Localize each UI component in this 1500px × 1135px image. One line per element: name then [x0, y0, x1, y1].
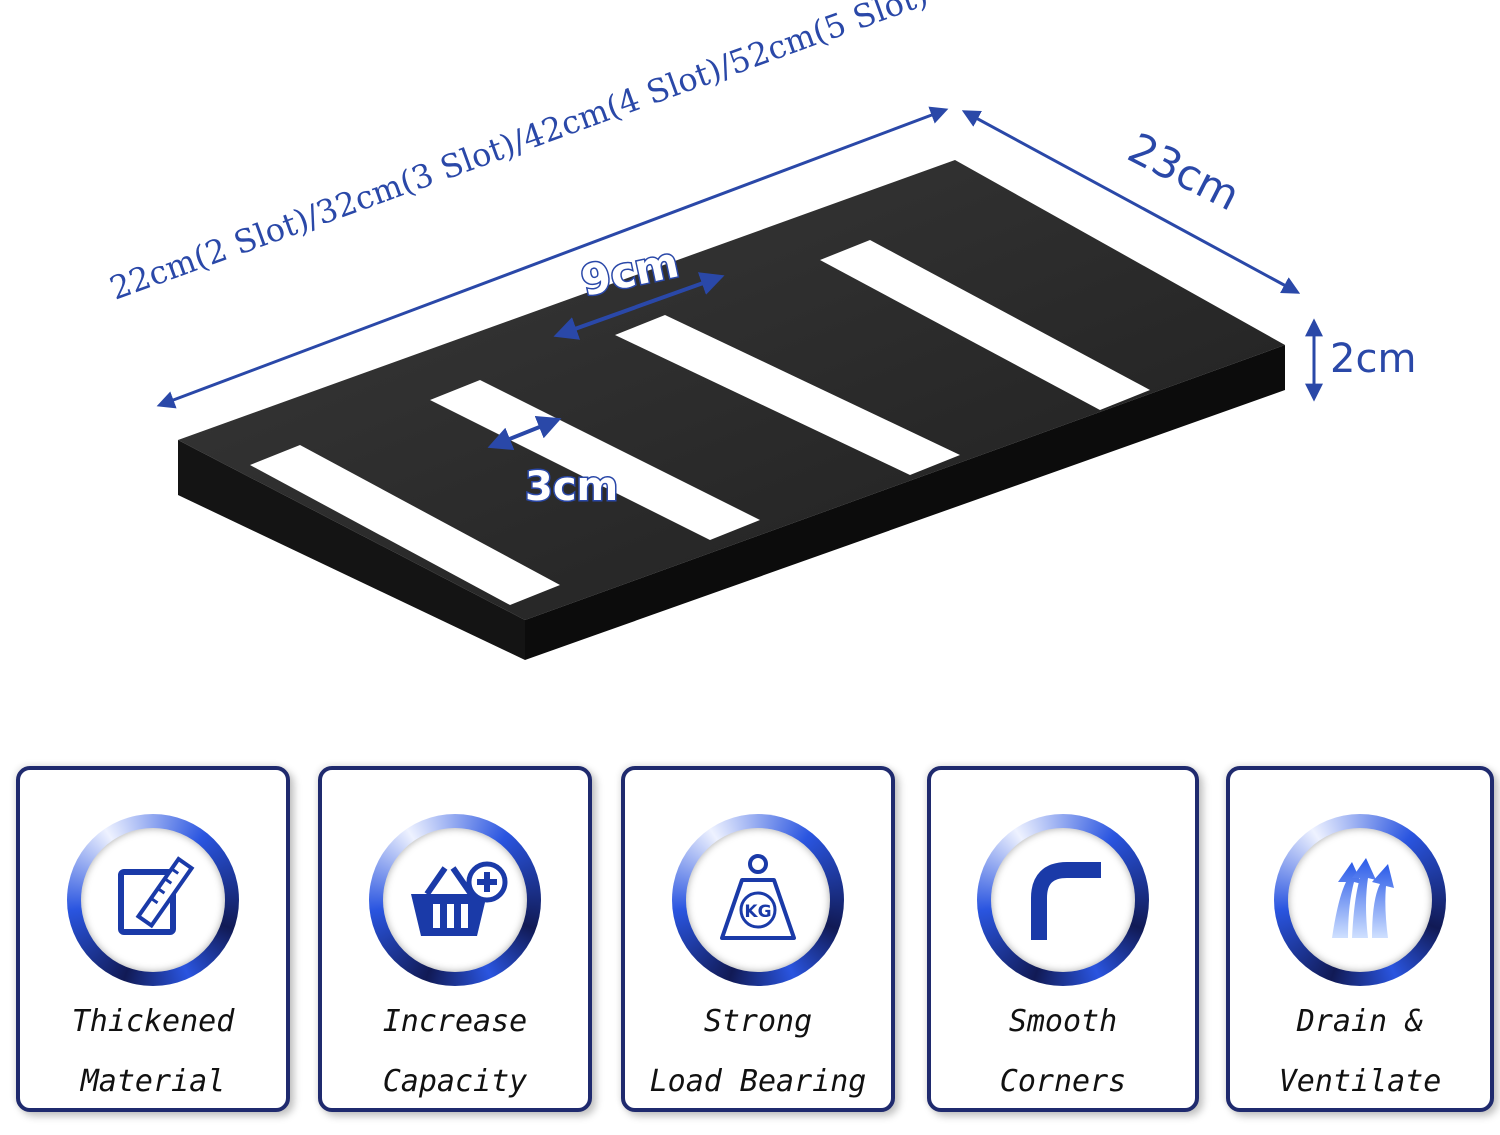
- slot-width-label: 3cm: [525, 464, 618, 510]
- feature-icon-ring: [67, 814, 239, 986]
- feature-title-line1: Strong: [703, 1004, 813, 1039]
- length-arrow: [156, 106, 949, 409]
- feature-title-line2: Material: [80, 1064, 226, 1099]
- feature-title-line2: Ventilate: [1278, 1064, 1442, 1099]
- feature-icon-ring: [369, 814, 541, 986]
- depth-arrow: [961, 110, 1301, 294]
- shelf-side-edge: [525, 345, 1285, 660]
- feature-icon-ring: [1274, 814, 1446, 986]
- kg-weight-icon: KG: [720, 854, 796, 940]
- shelf-rack: [178, 160, 1285, 660]
- slot-width-arrow: [487, 415, 562, 451]
- product-figure: 22cm(2 Slot)/32cm(3 Slot)/42cm(4 Slot)/5…: [105, 0, 1416, 660]
- ruler-pencil-icon: [118, 856, 195, 935]
- ventilate-arrows-icon: [1332, 858, 1394, 938]
- feature-card-thickened: Thickened Material: [16, 766, 290, 1112]
- feature-card-smooth-corners: Smooth Corners: [927, 766, 1199, 1112]
- feature-title-line2: Corners: [999, 1064, 1127, 1099]
- feature-title-line1: Increase: [382, 1004, 528, 1039]
- feature-card-ventilate: Drain & Ventilate: [1226, 766, 1494, 1112]
- feature-title-line2: Load Bearing: [649, 1064, 867, 1099]
- slot-spacing-arrow: [553, 272, 725, 340]
- shelf-front-edge: [178, 440, 525, 660]
- feature-title-line1: Drain &: [1296, 1004, 1424, 1039]
- feature-title-line1: Thickened: [71, 1004, 235, 1039]
- feature-icon-ring: KG: [672, 814, 844, 986]
- rounded-corner-icon: [1031, 862, 1101, 940]
- slot-1: [250, 445, 560, 605]
- basket-plus-icon: [411, 861, 508, 936]
- feature-card-capacity: Increase Capacity: [318, 766, 592, 1112]
- feature-title-line1: Smooth: [1008, 1004, 1118, 1039]
- feature-icon-ring: [977, 814, 1149, 986]
- svg-text:KG: KG: [744, 902, 771, 922]
- feature-card-load-bearing: KG Strong Load Bearing: [621, 766, 895, 1112]
- height-label: 2cm: [1330, 336, 1416, 382]
- feature-title-line2: Capacity: [382, 1064, 528, 1099]
